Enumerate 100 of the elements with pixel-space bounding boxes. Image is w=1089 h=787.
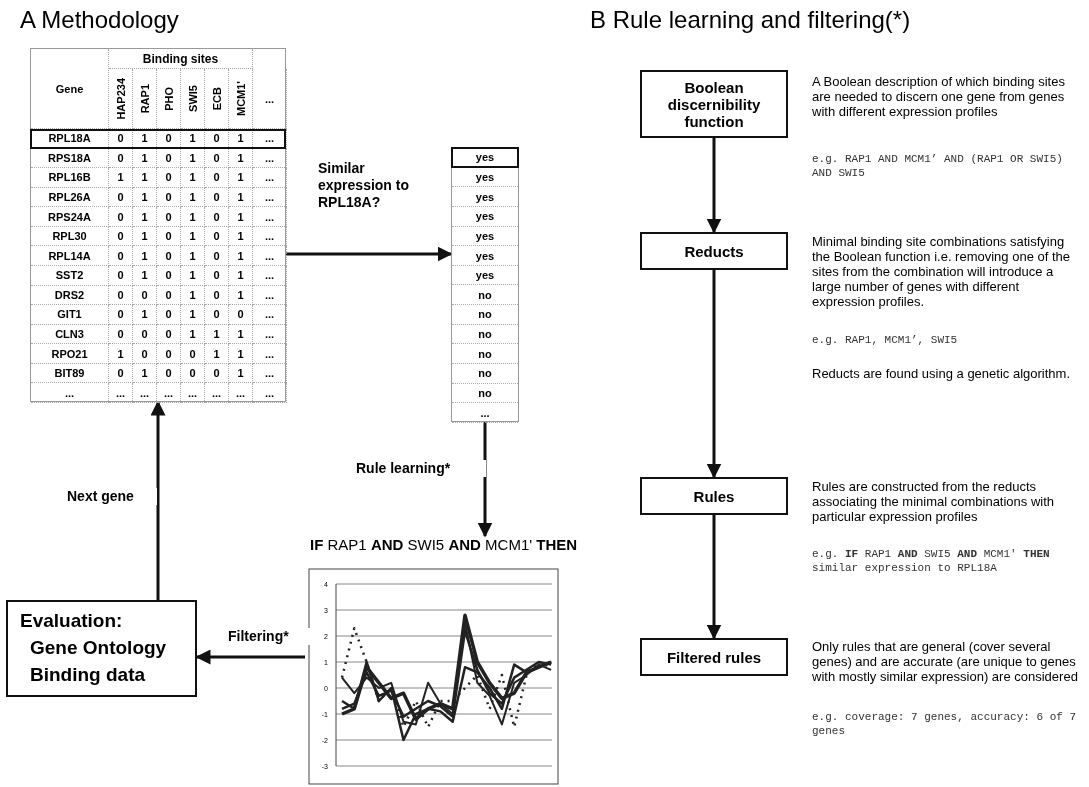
binding-value: ... xyxy=(253,226,287,247)
binding-value: 0 xyxy=(109,305,133,325)
answer-value: yes xyxy=(452,167,518,188)
gene-name: DRS2 xyxy=(31,285,109,306)
binding-value: 0 xyxy=(181,344,205,364)
answer-value: no xyxy=(452,364,518,384)
binding-value: ... xyxy=(109,383,133,403)
evaluation-box xyxy=(6,600,197,697)
binding-value: 1 xyxy=(133,266,157,286)
binding-value: 0 xyxy=(157,266,181,286)
binding-value: 1 xyxy=(133,187,157,208)
edge-label: Rule learning* xyxy=(356,460,486,477)
answer-column xyxy=(451,147,519,422)
binding-value: 1 xyxy=(229,207,253,227)
binding-value: 1 xyxy=(229,129,253,149)
binding-value: 1 xyxy=(229,344,253,364)
binding-value: 0 xyxy=(205,246,229,266)
gene-name: CLN3 xyxy=(31,324,109,345)
example-code: e.g. RAP1 AND MCM1’ AND (RAP1 OR SWI5) AND SWI5 xyxy=(812,152,1064,180)
binding-value: 1 xyxy=(133,207,157,227)
answer-value: no xyxy=(452,324,518,345)
binding-value: 0 xyxy=(157,246,181,266)
description-text: A Boolean description of which binding sites are needed to discern one gene from genes with different expression profiles xyxy=(812,74,1066,119)
gene-name: RPO21 xyxy=(31,344,109,364)
binding-value: 0 xyxy=(229,305,253,325)
binding-value: ... xyxy=(253,266,287,286)
binding-value: 1 xyxy=(229,266,253,286)
arrow xyxy=(477,422,493,538)
binding-value: 1 xyxy=(205,344,229,364)
binding-value: 0 xyxy=(157,187,181,208)
answer-value: yes xyxy=(452,148,518,168)
example-code: e.g. coverage: 7 genes, accuracy: 6 of 7 genes xyxy=(812,710,1078,738)
arrow xyxy=(150,400,166,600)
binding-value: 1 xyxy=(181,207,205,227)
binding-value: 1 xyxy=(229,168,253,188)
binding-value: 0 xyxy=(109,187,133,208)
binding-value: 0 xyxy=(205,148,229,169)
binding-value: 0 xyxy=(205,285,229,306)
answer-value: yes xyxy=(452,187,518,207)
panel-heading: B Rule learning and filtering(*) xyxy=(590,6,911,34)
binding-value: ... xyxy=(253,148,287,169)
gene-name: BIT89 xyxy=(31,363,109,384)
column-header: HAP234 xyxy=(109,69,133,129)
binding-value: 0 xyxy=(205,363,229,384)
arrow xyxy=(286,246,453,262)
binding-value: ... xyxy=(253,207,287,227)
binding-value: 0 xyxy=(205,129,229,149)
gene-name: RPS18A xyxy=(31,148,109,169)
binding-value: 0 xyxy=(109,285,133,306)
evaluation-item: Binding data xyxy=(30,664,146,686)
column-header: ... xyxy=(253,69,287,129)
binding-value: 1 xyxy=(229,246,253,266)
binding-value: ... xyxy=(253,285,287,306)
binding-value: 0 xyxy=(157,285,181,306)
binding-value: ... xyxy=(205,383,229,403)
binding-value: 0 xyxy=(181,363,205,384)
binding-value: 1 xyxy=(109,168,133,188)
binding-value: 1 xyxy=(229,363,253,384)
description-text: Minimal binding site combinations satisfying the Boolean function i.e. removing one of the sites from the combination will introduce a large number of genes with different expression profiles. xyxy=(812,234,1071,309)
answer-value: no xyxy=(452,305,518,325)
binding-value: 0 xyxy=(109,363,133,384)
rule-heading: IF RAP1 AND SWI5 AND MCM1' THEN xyxy=(310,536,578,553)
gene-name: RPL30 xyxy=(31,226,109,247)
gene-name: SST2 xyxy=(31,266,109,286)
evaluation-item: Gene Ontology xyxy=(30,637,167,659)
column-header: ECB xyxy=(205,69,229,129)
binding-value: 1 xyxy=(181,285,205,306)
column-header: Gene xyxy=(31,49,109,129)
process-label: Boolean discernibility function xyxy=(666,78,762,130)
binding-value: 0 xyxy=(109,266,133,286)
answer-value: yes xyxy=(452,226,518,247)
binding-value: 0 xyxy=(133,285,157,306)
binding-value: 1 xyxy=(181,129,205,149)
data-table xyxy=(30,48,286,402)
binding-value: 1 xyxy=(229,285,253,306)
binding-value: 1 xyxy=(133,129,157,149)
arrow xyxy=(706,138,722,234)
gene-name: RPL18A xyxy=(31,129,109,149)
answer-value: no xyxy=(452,383,518,404)
binding-value: 0 xyxy=(157,207,181,227)
binding-value: ... xyxy=(157,383,181,403)
binding-value: 1 xyxy=(181,324,205,345)
binding-value: 1 xyxy=(109,344,133,364)
answer-value: yes xyxy=(452,246,518,266)
binding-value: 1 xyxy=(181,266,205,286)
binding-value: 0 xyxy=(157,129,181,149)
evaluation-heading: Evaluation: xyxy=(20,610,123,632)
description-text: Rules are constructed from the reducts associating the minimal combinations with particular expression profiles xyxy=(812,479,1056,524)
binding-value: 0 xyxy=(157,226,181,247)
gene-name: GIT1 xyxy=(31,305,109,325)
binding-value: 1 xyxy=(229,187,253,208)
binding-value: 0 xyxy=(205,305,229,325)
binding-value: 0 xyxy=(109,246,133,266)
binding-value: 1 xyxy=(181,226,205,247)
binding-value: 0 xyxy=(205,266,229,286)
binding-value: 1 xyxy=(133,226,157,247)
process-label: Rules xyxy=(693,487,735,505)
binding-value: ... xyxy=(253,187,287,208)
binding-value: 0 xyxy=(205,207,229,227)
binding-value: 0 xyxy=(109,324,133,345)
